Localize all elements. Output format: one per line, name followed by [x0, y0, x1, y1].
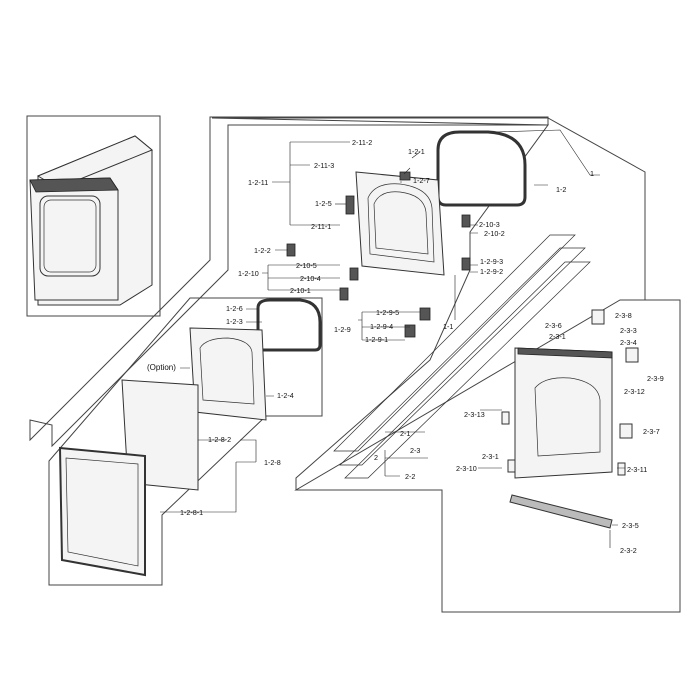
label-1-2-1: 1-2-1: [408, 147, 425, 156]
label-2-3-3: 2-3-3: [620, 326, 637, 335]
label-2-3-10: 2-3-10: [456, 464, 477, 473]
label-2-10-1: 2-10-1: [290, 286, 311, 295]
label-2-10-2: 2-10-2: [484, 229, 505, 238]
label-1-2-8-1: 1-2-8-1: [180, 508, 203, 517]
label-2-3: 2-3: [410, 446, 420, 455]
label-2-1: 2-1: [400, 429, 410, 438]
label-2-11-1: 2-11-1: [311, 222, 331, 231]
label-2-3-6: 2-3-6: [545, 321, 562, 330]
outer-door-panel: [501, 309, 639, 529]
label-2-3-4: 2-3-4: [620, 338, 637, 347]
label-2-10-3: 2-10-3: [479, 220, 500, 229]
door-gasket-top: [436, 130, 527, 207]
label-2-3-1-bottom: 2-3-1: [482, 452, 499, 461]
label-1-2-9-2: 1-2-9-2: [480, 267, 503, 276]
label-1-2-10: 1-2-10: [238, 269, 259, 278]
label-1-2-4: 1-2-4: [277, 391, 294, 400]
middle-door-parts: [58, 298, 322, 577]
label-2-3-7: 2-3-7: [643, 427, 660, 436]
label-2-3-8: 2-3-8: [615, 311, 632, 320]
option-note: (Option): [147, 363, 176, 372]
label-2-3-5: 2-3-5: [622, 521, 639, 530]
leader-lines: [160, 129, 625, 548]
label-2-3-9: 2-3-9: [647, 374, 664, 383]
label-2-3-2: 2-3-2: [620, 546, 637, 555]
label-1-2-8-2: 1-2-8-2: [208, 435, 231, 444]
label-2-3-11: 2-3-11: [627, 465, 647, 474]
label-2-2: 2-2: [405, 472, 415, 481]
label-1-2: 1-2: [556, 185, 566, 194]
label-1-2-8: 1-2-8: [264, 458, 281, 467]
door-ring-bands: [333, 234, 591, 479]
label-2: 2: [374, 453, 378, 462]
label-1-2-9: 1-2-9: [334, 325, 351, 334]
label-1-2-7: 1-2-7: [413, 176, 430, 185]
label-2-10-4: 2-10-4: [300, 274, 321, 283]
label-2-3-1-top: 2-3-1: [549, 332, 566, 341]
label-1-2-3: 1-2-3: [226, 317, 243, 326]
dryer-overview-illustration: [29, 135, 153, 306]
label-1-2-11: 1-2-11: [248, 178, 268, 187]
label-2-10-5: 2-10-5: [296, 261, 317, 270]
label-1-2-9-3: 1-2-9-3: [480, 257, 503, 266]
label-1-2-9-4: 1-2-9-4: [370, 322, 393, 331]
label-2-3-12: 2-3-12: [624, 387, 645, 396]
label-1-2-9-5: 1-2-9-5: [376, 308, 399, 317]
part-labels: (Option) 1 1-1 1-2 1-2-1 1-2-2 1-2-3 1-2…: [147, 138, 664, 555]
inner-door-assembly: [286, 171, 471, 338]
label-1-1: 1-1: [443, 322, 453, 331]
label-1-2-6: 1-2-6: [226, 304, 243, 313]
label-2-11-2: 2-11-2: [352, 138, 372, 147]
label-2-11-3: 2-11-3: [314, 161, 334, 170]
label-1-2-2: 1-2-2: [254, 246, 271, 255]
label-1: 1: [590, 169, 594, 178]
label-1-2-9-1: 1-2-9-1: [365, 335, 388, 344]
label-1-2-5: 1-2-5: [315, 199, 332, 208]
label-2-3-13: 2-3-13: [464, 410, 485, 419]
